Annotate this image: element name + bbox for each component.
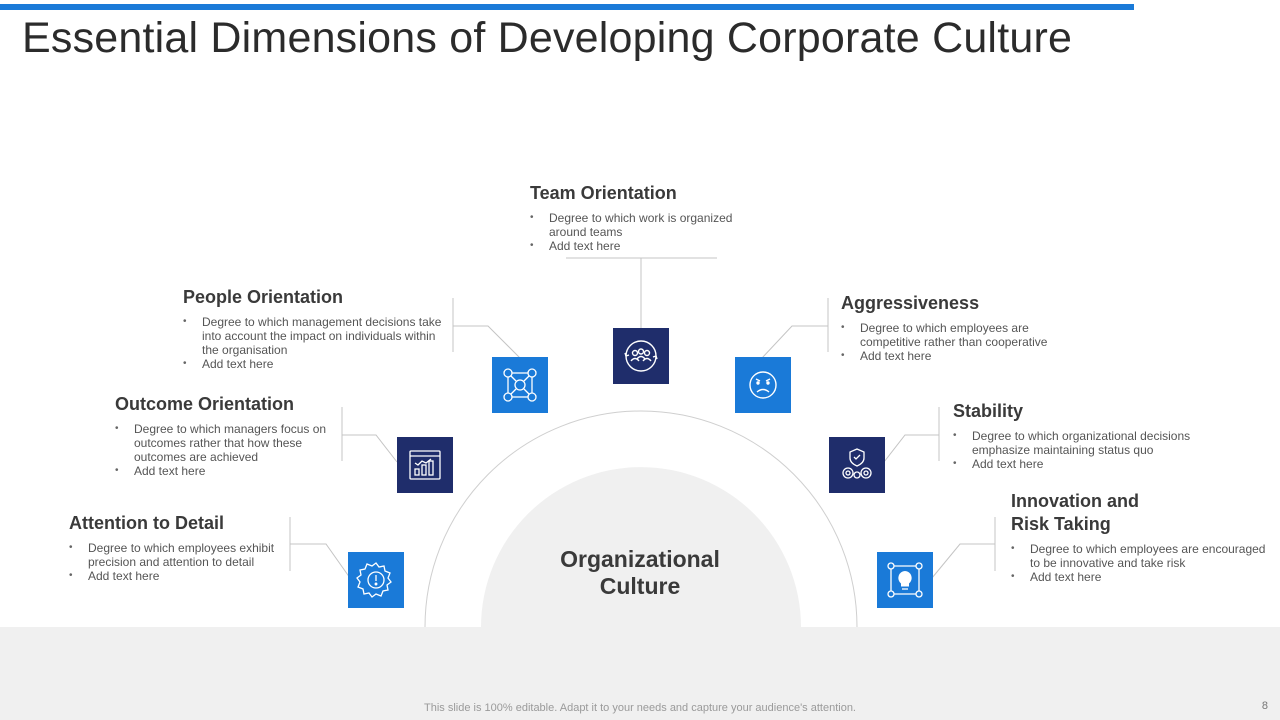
page-number: 8 bbox=[1261, 700, 1268, 712]
attention-to-detail-bullet: Degree to which employees exhibit precis… bbox=[69, 541, 289, 569]
team-orientation-tile bbox=[613, 328, 669, 384]
people-orientation-block: People Orientation Degree to which manag… bbox=[183, 286, 443, 371]
outcome-orientation-bullet: Degree to which managers focus on outcom… bbox=[115, 422, 335, 464]
team-orientation-bullet: Degree to which work is organized around… bbox=[530, 211, 750, 239]
people-orientation-heading: People Orientation bbox=[183, 287, 344, 307]
center-label: Organizational Culture bbox=[560, 546, 720, 599]
slide-title: Essential Dimensions of Developing Corpo… bbox=[22, 14, 1073, 62]
footer-note: This slide is 100% editable. Adapt it to… bbox=[424, 702, 856, 714]
aggressiveness-tile bbox=[735, 357, 791, 413]
aggressiveness-bullet: Degree to which employees are competitiv… bbox=[841, 321, 1061, 349]
gear-alert-icon bbox=[356, 562, 392, 598]
people-orientation-tile bbox=[492, 357, 548, 413]
attention-to-detail-block: Attention to Detail Degree to which empl… bbox=[69, 512, 289, 583]
top-accent-bar bbox=[0, 4, 1134, 10]
aggressiveness-bullet: Add text here bbox=[841, 349, 1061, 363]
team-orientation-block: Team Orientation Degree to which work is… bbox=[530, 182, 750, 253]
team-orientation-bullet: Add text here bbox=[530, 239, 750, 253]
stability-tile bbox=[829, 437, 885, 493]
stability-heading: Stability bbox=[953, 401, 1024, 421]
aggressiveness-block: Aggressiveness Degree to which employees… bbox=[841, 292, 1061, 363]
outcome-orientation-block: Outcome Orientation Degree to which mana… bbox=[115, 393, 335, 478]
innovation-risk-tile bbox=[877, 552, 933, 608]
people-network-icon bbox=[503, 368, 537, 402]
attention-to-detail-bullet: Add text here bbox=[69, 569, 289, 583]
outcome-orientation-heading: Outcome Orientation bbox=[115, 394, 295, 414]
outcome-orientation-tile bbox=[397, 437, 453, 493]
stability-bullet: Add text here bbox=[953, 457, 1203, 471]
aggressiveness-heading: Aggressiveness bbox=[841, 293, 980, 313]
attention-to-detail-heading: Attention to Detail bbox=[69, 513, 224, 533]
people-orientation-bullet: Degree to which management decisions tak… bbox=[183, 315, 443, 357]
dashboard-chart-icon bbox=[409, 450, 441, 480]
attention-to-detail-tile bbox=[348, 552, 404, 608]
shield-gears-icon bbox=[842, 448, 872, 479]
lightbulb-gears-icon bbox=[887, 562, 923, 598]
innovation-risk-block: Innovation and Risk Taking Degree to whi… bbox=[1011, 490, 1271, 584]
footer-band bbox=[0, 627, 1280, 720]
innovation-risk-bullet: Degree to which employees are encouraged… bbox=[1011, 542, 1271, 570]
stability-bullet: Degree to which organizational decisions… bbox=[953, 429, 1203, 457]
innovation-risk-bullet: Add text here bbox=[1011, 570, 1271, 584]
outcome-orientation-bullet: Add text here bbox=[115, 464, 335, 478]
stability-block: Stability Degree to which organizational… bbox=[953, 400, 1203, 471]
innovation-risk-heading: Innovation and Risk Taking bbox=[1011, 491, 1139, 534]
people-orientation-bullet: Add text here bbox=[183, 357, 443, 371]
team-circle-icon bbox=[624, 340, 658, 372]
angry-face-icon bbox=[749, 371, 777, 399]
outer-arc bbox=[424, 410, 858, 628]
team-orientation-heading: Team Orientation bbox=[530, 183, 677, 203]
center-semicircle bbox=[481, 467, 801, 627]
